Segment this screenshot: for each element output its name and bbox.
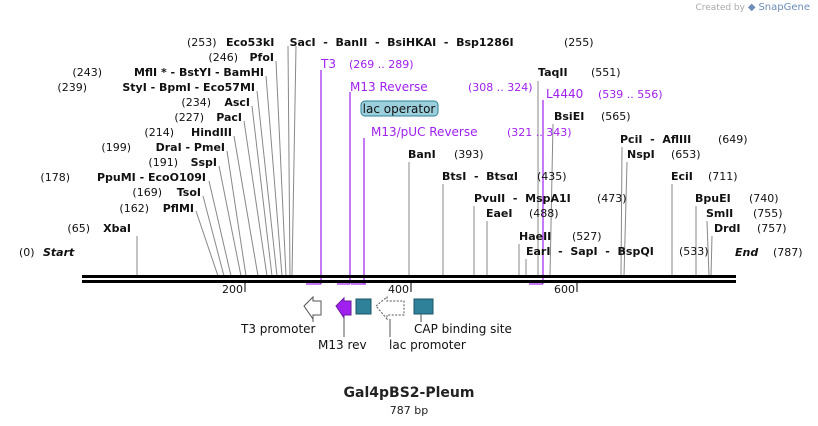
snapgene-logo-icon: ◆ — [747, 2, 756, 13]
site-pcii-afliii: PciI - AflIII — [620, 133, 691, 146]
primer-m13-puc-reverse: M13/pUC Reverse — [371, 125, 478, 139]
site-pflmi: PflMI — [163, 202, 194, 215]
site-taqii: TaqII — [538, 66, 568, 79]
end-label: End — [735, 246, 758, 259]
site-sspi: SspI — [191, 156, 217, 169]
ruler-tick-400: 400 — [388, 283, 409, 296]
site-bsp1286i-position: (255) — [564, 36, 594, 49]
site-drdi: DrdI — [714, 222, 741, 235]
site-smli: SmlI — [706, 207, 733, 220]
end-position: (787) — [773, 246, 803, 259]
site-eco53ki-position: (253) — [187, 36, 217, 49]
site-pcii-position: (649) — [718, 133, 748, 146]
site-hindiii: HindIII — [191, 126, 232, 139]
lac-operator-label: lac operator — [363, 102, 436, 116]
primer-m13-puc-reverse-range: (321 .. 343) — [507, 126, 572, 139]
site-drai-pmei: DraI - PmeI — [156, 141, 225, 154]
site-styi-position: (239) — [57, 81, 87, 94]
primer-m13-reverse-range: (308 .. 324) — [468, 81, 533, 94]
site-mfli-bstyi-bamhi: MflI * - BstYI - BamHI — [134, 66, 264, 79]
site-bpuei: BpuEI — [695, 192, 731, 205]
credit-brand: SnapGene — [758, 2, 810, 13]
site-bpuei-position: (740) — [749, 192, 779, 205]
site-bani-position: (393) — [454, 148, 484, 161]
site-taqii-position: (551) — [591, 66, 621, 79]
site-pvuii-mspa1i: PvuII - MspA1I — [474, 192, 571, 205]
snapgene-credit: Created by ◆ SnapGene — [695, 2, 810, 13]
sequence-backbone — [82, 275, 736, 283]
lac-operator-box — [355, 298, 372, 315]
site-eari-sapi-bspqi: EarI - SapI - BspQI — [526, 245, 654, 258]
site-paci: PacI — [216, 111, 242, 124]
site-haeii: HaeII — [519, 230, 551, 243]
lac-operator-tag: lac operator — [360, 100, 439, 117]
start-position: (0) — [19, 246, 35, 259]
primer-l4440-range: (539 .. 556) — [598, 88, 663, 101]
site-haeii-position: (527) — [572, 230, 602, 243]
t3-promoter-label: T3 promoter — [240, 322, 316, 336]
site-xbai-position: (65) — [67, 222, 90, 235]
site-mfli-position: (243) — [72, 66, 102, 79]
site-nspi-position: (653) — [671, 148, 701, 161]
site-ppumi-ecoo109i: PpuMI - EcoO109I — [97, 171, 206, 184]
site-sspi-position: (191) — [148, 156, 178, 169]
primer-lines — [306, 70, 544, 285]
credit-prefix: Created by — [695, 3, 745, 13]
ruler: 200 400 600 — [222, 283, 578, 296]
site-bsiei: BsiEI — [554, 110, 584, 123]
site-asci: AscI — [224, 96, 250, 109]
site-eari-position: (533) — [679, 245, 709, 258]
site-pfoi: PfoI — [250, 51, 275, 64]
plasmid-length: 787 bp — [389, 404, 429, 417]
site-ecii-position: (711) — [708, 170, 738, 183]
lac-promoter-arrow-icon — [375, 295, 405, 321]
site-asci-position: (234) — [181, 96, 211, 109]
site-smli-position: (755) — [753, 207, 783, 220]
primer-t3: T3 — [320, 57, 336, 71]
site-pfoi-position: (246) — [208, 51, 238, 64]
lac-promoter-label: lac promoter — [389, 338, 466, 352]
site-pflmi-position: (162) — [119, 202, 149, 215]
m13-rev-arrow-icon — [335, 296, 352, 320]
site-hindiii-position: (214) — [144, 126, 174, 139]
primer-t3-range: (269 .. 289) — [349, 58, 414, 71]
t3-promoter-arrow-icon — [303, 295, 322, 321]
start-label: Start — [43, 246, 75, 259]
site-drdi-position: (757) — [757, 222, 787, 235]
primer-l4440: L4440 — [546, 87, 583, 101]
site-eco53ki-saci-banii-bsihkai-bsp1286i: Eco53kI SacI - BanII - BsiHKAI - Bsp1286… — [226, 36, 514, 49]
site-eaei: EaeI — [486, 207, 513, 220]
site-bani: BanI — [408, 148, 436, 161]
site-drai-position: (199) — [101, 141, 131, 154]
site-nspi: NspI — [627, 148, 655, 161]
feature-track — [303, 295, 434, 337]
site-pvuii-position: (473) — [597, 192, 627, 205]
site-btsi: BtsI - BtsαI — [442, 170, 518, 183]
site-tsoi-position: (169) — [132, 186, 162, 199]
plasmid-name: Gal4pBS2-Pleum — [343, 385, 475, 401]
cap-binding-site-label: CAP binding site — [414, 322, 512, 336]
m13-rev-label: M13 rev — [318, 338, 367, 352]
enzyme-leader-lines — [136, 45, 713, 277]
cap-binding-site-box — [413, 298, 434, 315]
primer-m13-reverse: M13 Reverse — [350, 80, 428, 94]
site-xbai: XbaI — [103, 222, 131, 235]
site-tsoi: TsoI — [177, 186, 201, 199]
site-ppumi-position: (178) — [40, 171, 70, 184]
site-bsiei-position: (565) — [601, 110, 631, 123]
ruler-tick-600: 600 — [554, 283, 575, 296]
site-eaei-position: (488) — [529, 207, 559, 220]
ruler-tick-200: 200 — [222, 283, 243, 296]
site-paci-position: (227) — [174, 111, 204, 124]
site-btsi-position: (435) — [537, 170, 567, 183]
site-styi-bpmi-eco57mi: StyI - BpmI - Eco57MI — [122, 81, 255, 94]
site-ecii: EciI — [671, 170, 693, 183]
